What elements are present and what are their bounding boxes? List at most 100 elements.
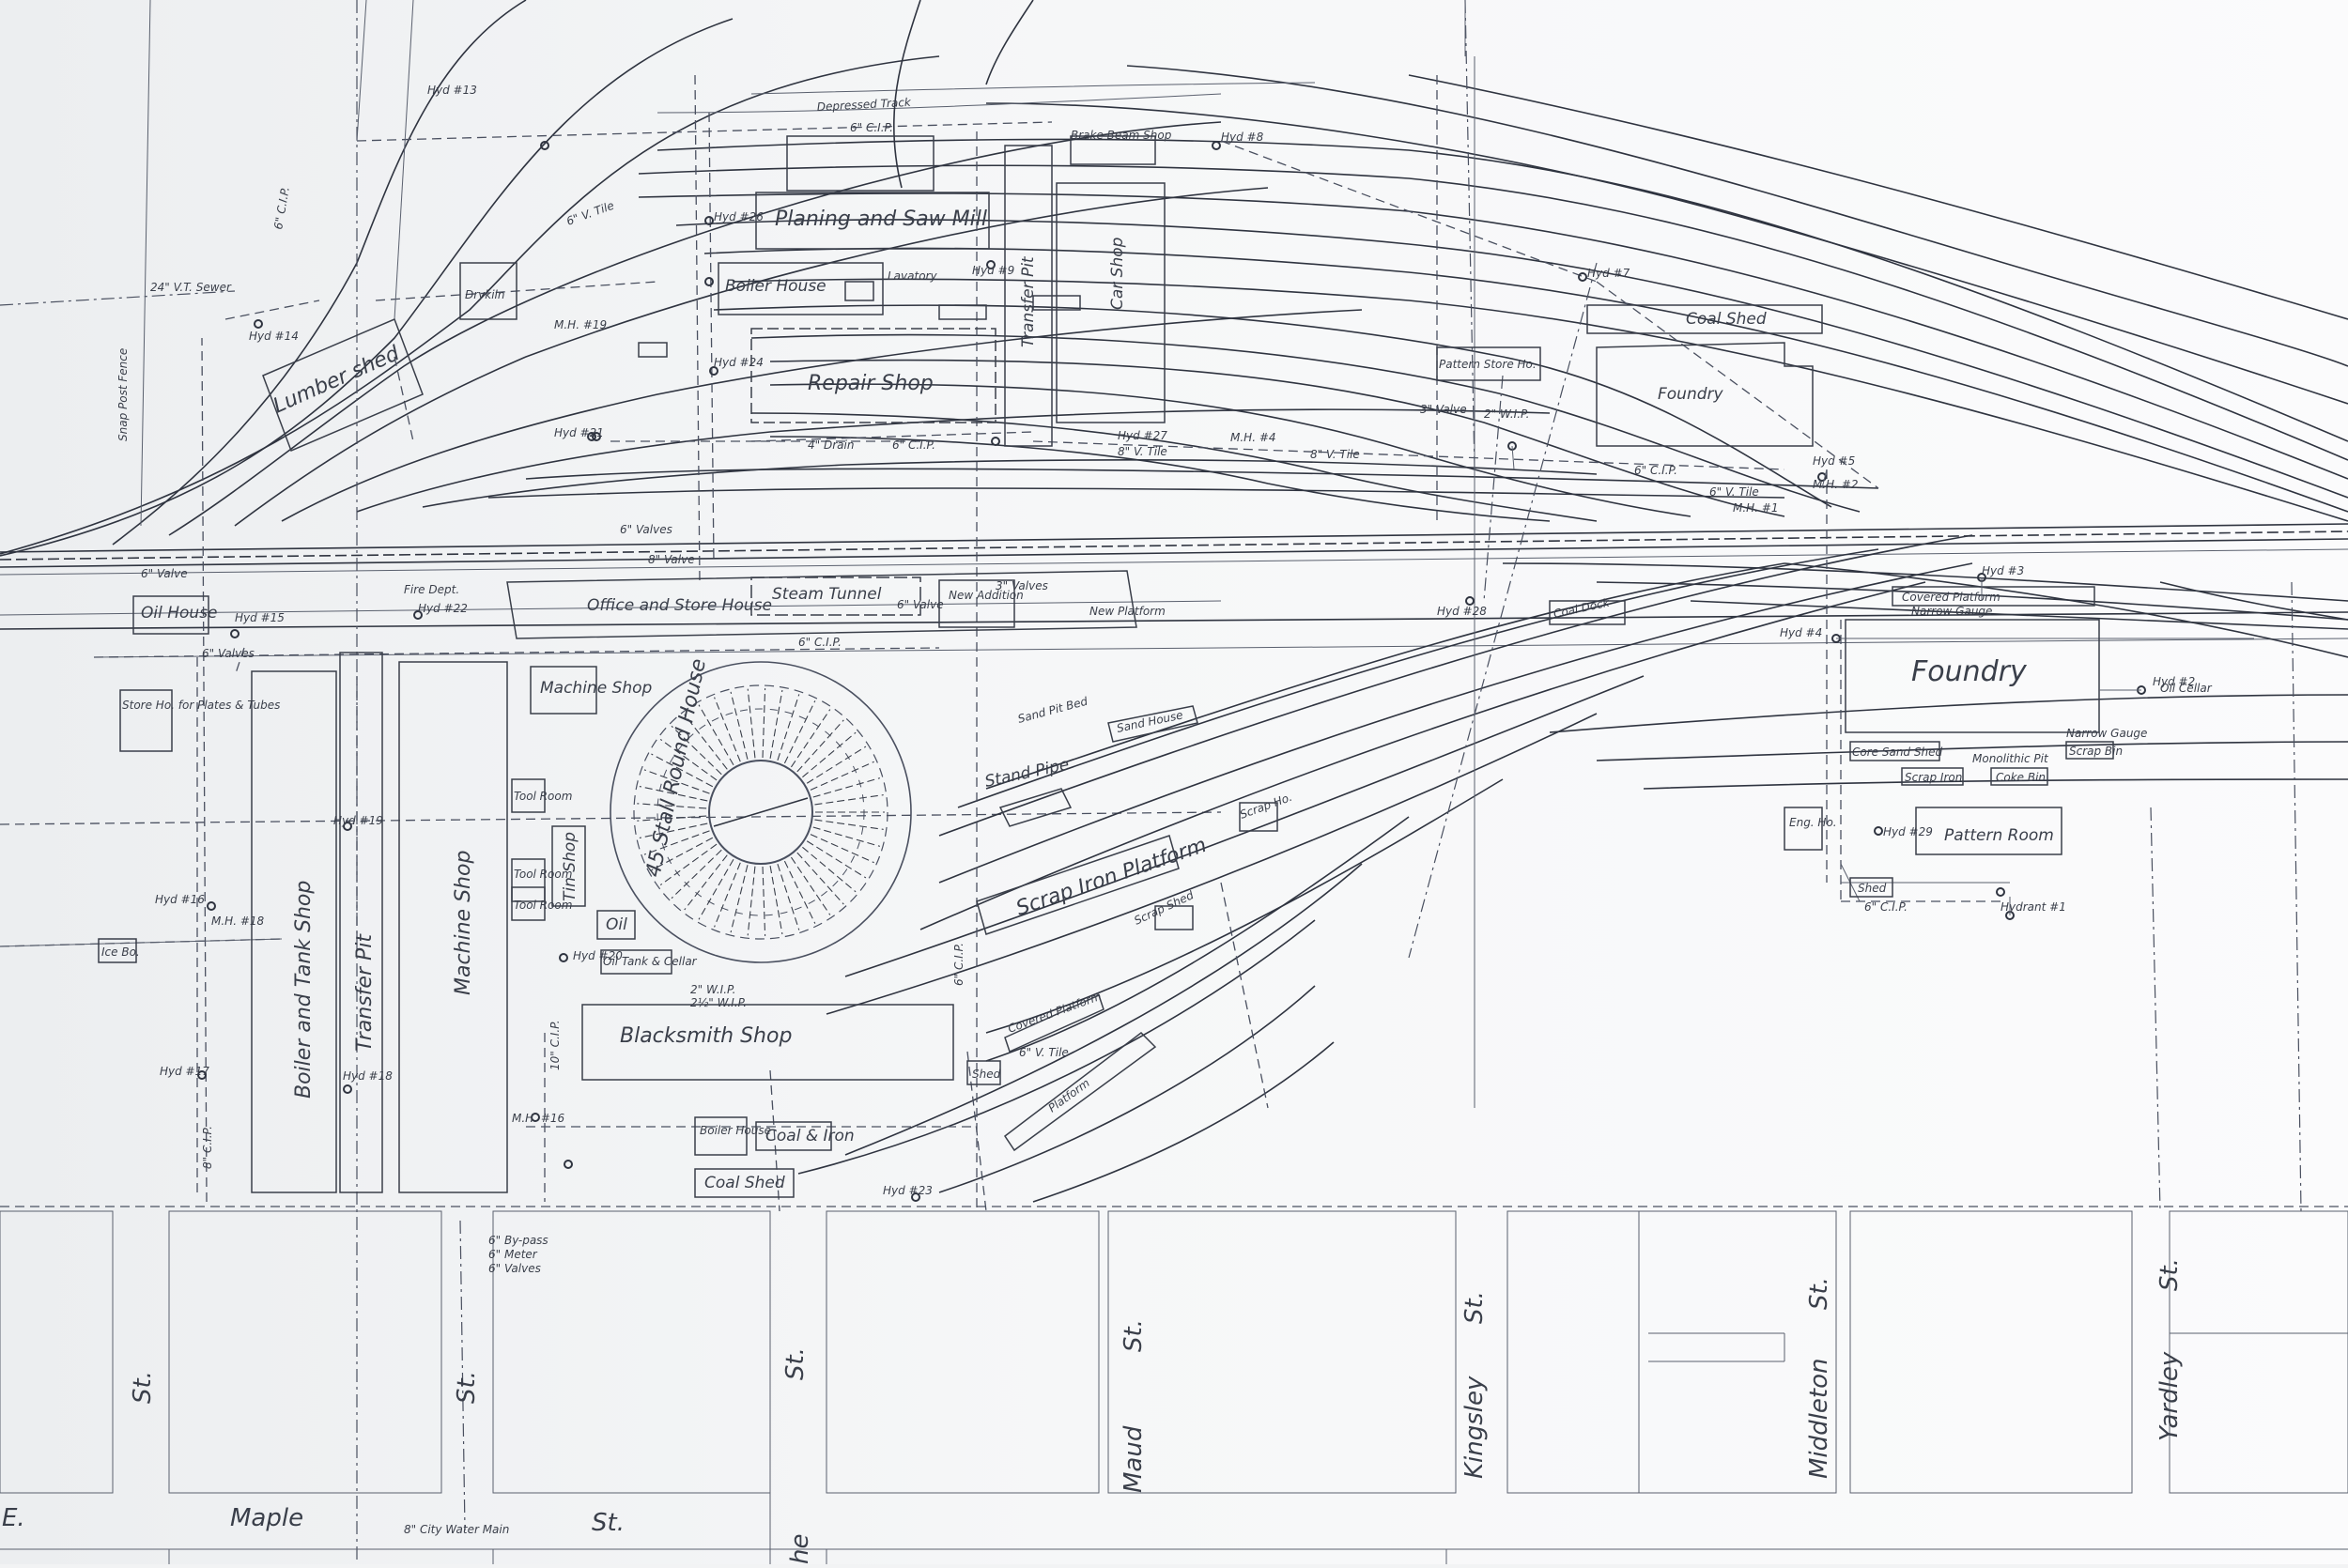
label-oil-tank: Oil Tank & Cellar bbox=[603, 955, 698, 968]
boiler-house-outline bbox=[718, 262, 884, 315]
lumber-shed-outline bbox=[262, 318, 424, 452]
street-maud: Maud bbox=[1120, 1425, 1148, 1493]
roundhouse-stall-line bbox=[783, 700, 816, 764]
roundhouse-stall-line bbox=[802, 846, 857, 893]
label-cip-north: 6" C.I.P. bbox=[850, 121, 893, 134]
labels-south: Oil House Office and Store House Steam T… bbox=[101, 553, 2213, 1536]
tool-room-3-outline bbox=[511, 886, 546, 921]
coal-shed-south-outline bbox=[694, 1168, 795, 1198]
coal-shed-outline bbox=[1586, 304, 1823, 334]
street-st-2: St. bbox=[453, 1371, 481, 1404]
label-hyd-2: Hyd #2 bbox=[2153, 675, 2195, 688]
roundhouse-stall-line bbox=[747, 688, 756, 759]
label-hyd-23: Hyd #23 bbox=[883, 1184, 933, 1197]
roundhouse-stall-line bbox=[684, 714, 728, 770]
label-meter: 6" Meter bbox=[488, 1248, 538, 1261]
store-plates-outline bbox=[119, 689, 173, 752]
street-maud-st: St. bbox=[1120, 1319, 1148, 1352]
label-fire-dept: Fire Dept. bbox=[404, 583, 459, 596]
office-store-outline bbox=[506, 570, 1137, 639]
label-tool-room-3: Tool Room bbox=[514, 899, 572, 912]
roundhouse-stall-line bbox=[684, 854, 728, 911]
oil-tank-outline bbox=[600, 949, 672, 975]
label-boiler-tank-shop: Boiler and Tank Shop bbox=[292, 881, 316, 1099]
street-middleton: Middleton bbox=[1805, 1359, 1833, 1479]
label-boiler-house-south: Boiler House bbox=[700, 1124, 771, 1137]
small-block bbox=[844, 281, 874, 301]
main-line-tracks bbox=[0, 523, 2348, 1207]
label-dry-kiln: Drykiln bbox=[465, 288, 505, 301]
label-machine-shop-small: Machine Shop bbox=[540, 679, 653, 698]
label-mh-4: M.H. #4 bbox=[1230, 431, 1276, 444]
boiler-house-south-outline bbox=[694, 1116, 748, 1156]
scrap-platform-outline bbox=[976, 835, 1180, 935]
roundhouse-stall-line bbox=[747, 866, 756, 936]
label-wip-north: 2" W.I.P. bbox=[1484, 407, 1529, 421]
label-hyd-11: Hyd #9 bbox=[972, 264, 1014, 277]
street-kingsley-st: St. bbox=[1460, 1291, 1489, 1324]
label-scrap-iron: Scrap Iron bbox=[1905, 771, 1962, 784]
roundhouse-stall-line bbox=[643, 769, 710, 794]
dry-kiln-outline bbox=[459, 262, 517, 320]
street-middleton-st: St. bbox=[1805, 1277, 1833, 1310]
street-he-fragment: he bbox=[786, 1534, 814, 1564]
label-hyd-19: Hyd #19 bbox=[333, 814, 383, 827]
sand-house-outline bbox=[1107, 705, 1198, 743]
roundhouse-stall-line bbox=[762, 866, 766, 936]
label-shed-small: Shed bbox=[972, 1068, 1001, 1081]
label-mh-1: M.H. #1 bbox=[1733, 501, 1779, 515]
label-hyd-29: Hyd #29 bbox=[1883, 825, 1933, 838]
coal-dock-outline bbox=[1549, 600, 1626, 625]
label-vtile-mid: 6" V. Tile bbox=[1709, 485, 1759, 499]
roundhouse-stall-line bbox=[698, 704, 734, 766]
label-coal-shed-south: Coal Shed bbox=[704, 1174, 785, 1192]
label-valves-north: 6" Valves bbox=[620, 523, 672, 536]
label-hydrant-1: Hydrant #1 bbox=[2000, 900, 2066, 914]
roundhouse-stall-line bbox=[637, 815, 707, 822]
label-ice-bo: Ice Bo. bbox=[101, 945, 140, 959]
roundhouse-stall-line bbox=[730, 691, 749, 760]
roundhouse-stall-line bbox=[637, 803, 707, 809]
label-mh-16: M.H. #16 bbox=[512, 1112, 565, 1125]
pattern-store-outline bbox=[1436, 346, 1541, 381]
machine-shop-small-outline bbox=[530, 666, 597, 715]
street-maple-st: St. bbox=[592, 1509, 625, 1537]
oil-outline bbox=[596, 910, 636, 940]
label-eng-ho: Eng. Ho. bbox=[1789, 816, 1837, 829]
roundhouse-stall-line bbox=[651, 753, 714, 788]
covered-platform-1-outline bbox=[1004, 993, 1104, 1053]
coal-iron-outline bbox=[755, 1121, 832, 1151]
label-hyd-4: Hyd #4 bbox=[1780, 626, 1822, 639]
core-sand-outline bbox=[1849, 741, 1940, 761]
roundhouse-stall-line bbox=[651, 837, 714, 871]
label-lavatory: Lavatory bbox=[888, 269, 937, 283]
roundhouse-stall-line bbox=[769, 866, 783, 935]
label-bypass: 6" By-pass bbox=[488, 1234, 548, 1247]
scrap-shed-outline bbox=[1154, 905, 1194, 930]
label-repair-shop: Repair Shop bbox=[808, 372, 934, 395]
label-sand-pit: Sand Pit Bed bbox=[1016, 695, 1089, 726]
roundhouse-stall-line bbox=[812, 826, 881, 847]
label-sewer: 24" V.T. Sewer bbox=[150, 281, 232, 294]
label-hyd-8: Hyd #8 bbox=[1221, 131, 1264, 144]
roundhouse-stall-line bbox=[769, 689, 783, 759]
shed-small-outline bbox=[966, 1060, 1001, 1085]
label-coke-bin: Coke Bin bbox=[1996, 771, 2046, 784]
label-tin-shop: Tin Shop bbox=[561, 832, 579, 901]
roundhouse-stall-line bbox=[698, 858, 734, 920]
label-hyd-16: Hyd #16 bbox=[155, 893, 205, 906]
roundhouse-stall-line bbox=[783, 860, 816, 924]
label-cip-mid: 6" C.I.P. bbox=[892, 438, 935, 452]
label-mh-18: M.H. #18 bbox=[211, 915, 265, 928]
label-transfer-pit-north: Transfer Pit bbox=[1019, 255, 1038, 347]
label-city-water: 8" City Water Main bbox=[404, 1523, 509, 1536]
north-yard-tracks bbox=[0, 0, 2348, 557]
label-new-platform: New Platform bbox=[1089, 605, 1166, 618]
label-cip-vert-10: 10" C.I.P. bbox=[548, 1020, 562, 1070]
small-block bbox=[938, 304, 987, 320]
foundry-north-outline bbox=[1596, 342, 1814, 447]
label-core-sand: Core Sand Shed bbox=[1852, 746, 1942, 759]
label-coal-iron: Coal & Iron bbox=[765, 1127, 855, 1145]
roundhouse-stall-line bbox=[777, 863, 800, 930]
